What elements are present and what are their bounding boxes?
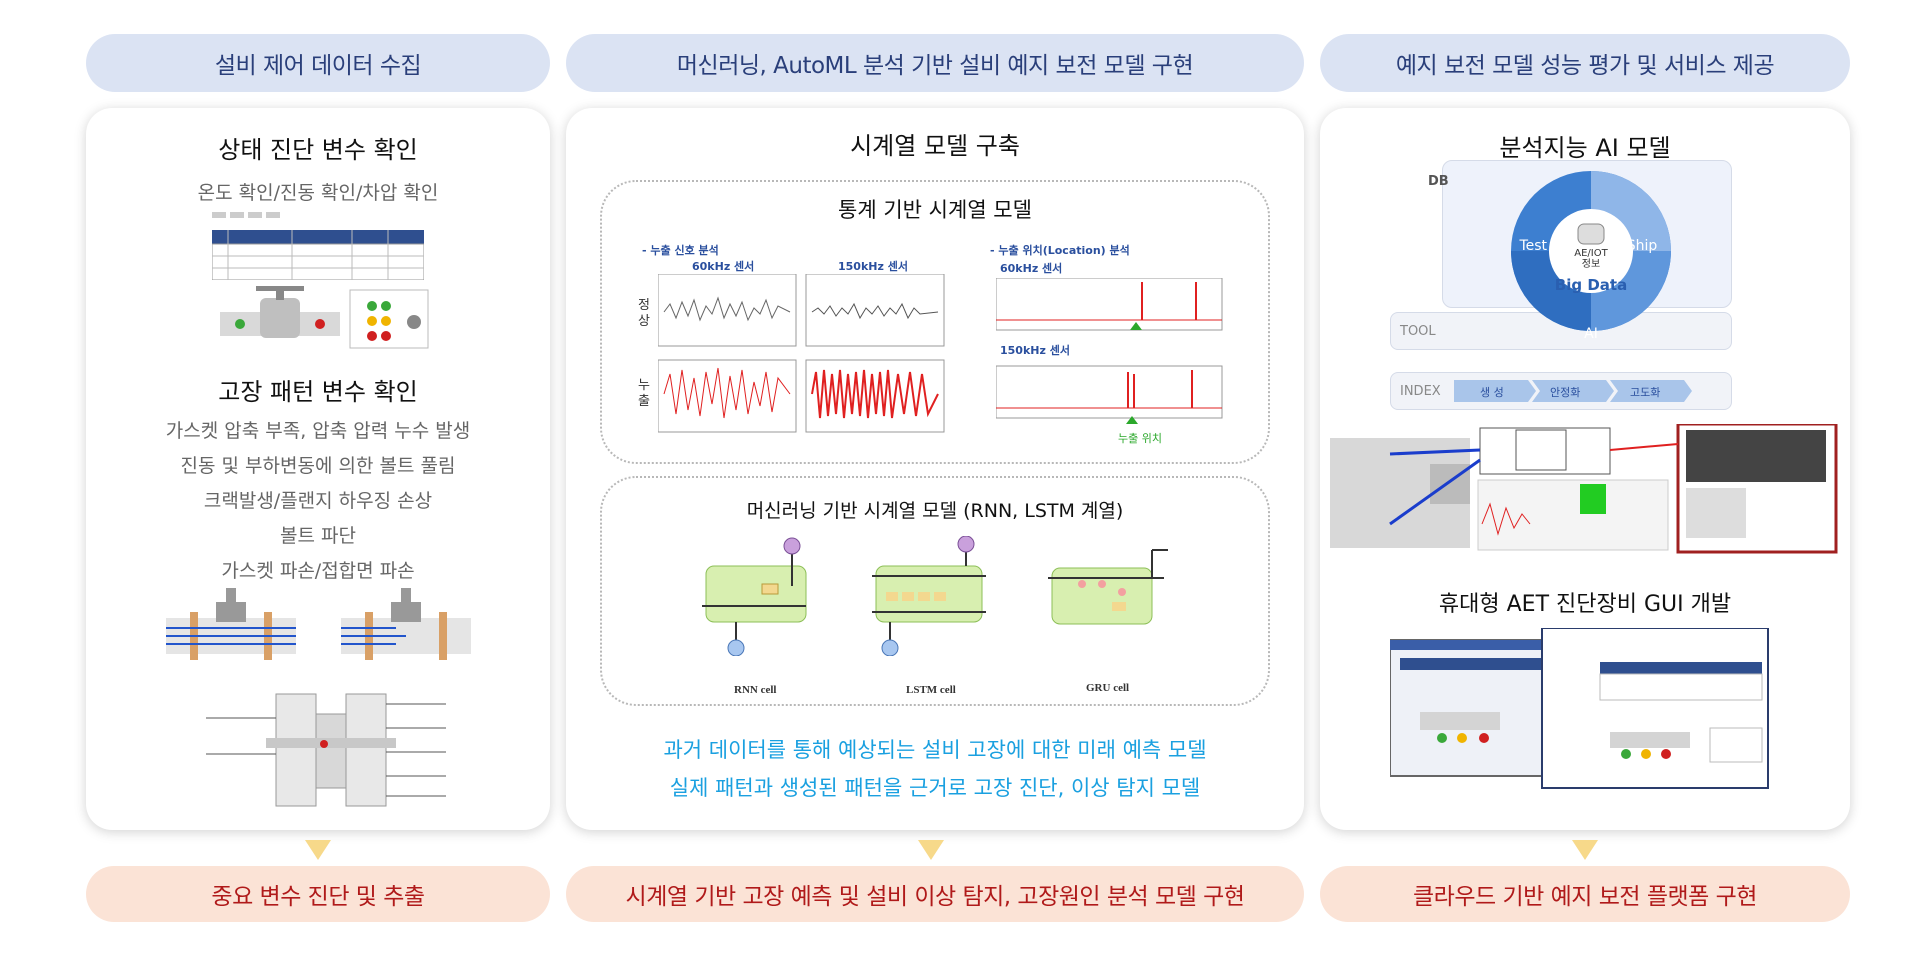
ts-model-title: 시계열 모델 구축 bbox=[850, 132, 1020, 160]
fault-item: 진동 및 부하변동에 의한 볼트 풀림 bbox=[180, 455, 456, 477]
sensor-150-label-2: 150kHz 센서 bbox=[1000, 344, 1070, 357]
card-model-build: 시계열 모델 구축 통계 기반 시계열 모델 - 누출 신호 분석 60kHz … bbox=[566, 108, 1304, 830]
ai-label: AI bbox=[1584, 326, 1598, 342]
card-data-collection: 상태 진단 변수 확인 온도 확인/진동 확인/차압 확인 bbox=[86, 108, 550, 830]
gru-cell-label: GRU cell bbox=[1086, 682, 1130, 694]
fault-item-list: 가스켓 압축 부족, 압축 압력 누수 발생 진동 및 부하변동에 의한 볼트 … bbox=[86, 414, 550, 589]
header-evaluation: 예지 보전 모델 성능 평가 및 서비스 제공 bbox=[1320, 34, 1850, 92]
down-arrow-2 bbox=[918, 840, 944, 860]
rnn-cell-label: RNN cell bbox=[734, 684, 777, 696]
fault-item: 가스켓 파손/접합면 파손 bbox=[221, 560, 415, 582]
big-data-cycle-diagram bbox=[1511, 171, 1671, 331]
sensor-60-label: 60kHz 센서 bbox=[692, 260, 755, 273]
desc-anomaly: 실제 패턴과 생성된 패턴을 근거로 고장 진단, 이상 탐지 모델 bbox=[669, 776, 1201, 800]
db-label: DB bbox=[1428, 174, 1449, 189]
leak-signal-label: - 누출 신호 분석 bbox=[642, 244, 719, 257]
card-evaluation: 분석지능 AI 모델 DB TOOL INDEX 생 성 안정화 고도화 Tes… bbox=[1320, 108, 1850, 830]
state-diag-sub: 온도 확인/진동 확인/차압 확인 bbox=[197, 182, 439, 204]
state-diag-title: 상태 진단 변수 확인 bbox=[218, 136, 418, 164]
lstm-cell-label: LSTM cell bbox=[906, 684, 956, 696]
index-step-stabilize: 안정화 bbox=[1550, 386, 1581, 399]
fault-item: 크랙발생/플랜지 하우징 손상 bbox=[203, 490, 433, 512]
desc-forecast: 과거 데이터를 통해 예상되는 설비 고장에 대한 미래 예측 모델 bbox=[663, 738, 1207, 762]
monitor-table-icon bbox=[212, 212, 424, 280]
ml-model-box: 머신러닝 기반 시계열 모델 (RNN, LSTM 계열) bbox=[600, 476, 1270, 706]
row-leak-label: 누 출 bbox=[638, 378, 650, 409]
down-arrow-3 bbox=[1572, 840, 1598, 860]
rnn-cell-diagrams bbox=[702, 536, 1168, 656]
valve-status-icon bbox=[220, 286, 429, 349]
fault-item: 볼트 파단 bbox=[280, 525, 356, 547]
gui-screens bbox=[1390, 628, 1769, 789]
index-step-create: 생 성 bbox=[1480, 386, 1504, 399]
big-data-label: Big Data bbox=[1554, 276, 1628, 294]
leak-position-label: 누출 위치 bbox=[1118, 432, 1162, 445]
ship-label: Ship bbox=[1626, 238, 1658, 254]
gui-dev-title: 휴대형 AET 진단장비 GUI 개발 bbox=[1438, 592, 1732, 617]
header-data-collection: 설비 제어 데이터 수집 bbox=[86, 34, 550, 92]
fault-pattern-title: 고장 패턴 변수 확인 bbox=[218, 378, 418, 406]
system-collage bbox=[1330, 424, 1838, 554]
leak-signal-charts bbox=[658, 274, 945, 433]
flange-section-diagram bbox=[206, 693, 446, 807]
ai-model-title: 분석지능 AI 모델 bbox=[1499, 134, 1671, 162]
footer-key-variables: 중요 변수 진단 및 추출 bbox=[86, 866, 550, 922]
footer-prediction-model: 시계열 기반 고장 예측 및 설비 이상 탐지, 고장원인 분석 모델 구현 bbox=[566, 866, 1304, 922]
leak-location-label: - 누출 위치(Location) 분석 bbox=[990, 244, 1130, 257]
index-step-advance: 고도화 bbox=[1630, 386, 1661, 399]
stat-model-title: 통계 기반 시계열 모델 bbox=[838, 198, 1032, 222]
index-progress bbox=[1454, 380, 1692, 402]
down-arrow-1 bbox=[305, 840, 331, 860]
index-label: INDEX bbox=[1400, 384, 1441, 399]
sensor-150-label: 150kHz 센서 bbox=[838, 260, 908, 273]
fault-item: 가스켓 압축 부족, 압축 압력 누수 발생 bbox=[165, 420, 471, 442]
ae-iot-label: AE/IOT 정보 bbox=[1574, 248, 1608, 270]
row-normal-label: 정 상 bbox=[638, 298, 650, 329]
tool-label: TOOL bbox=[1400, 324, 1436, 339]
footer-cloud-platform: 클라우드 기반 예지 보전 플랫폼 구현 bbox=[1320, 866, 1850, 922]
test-bed-label: Test Bed bbox=[1519, 238, 1579, 254]
pipe-flow-diagram bbox=[166, 588, 471, 660]
leak-location-charts bbox=[996, 278, 1223, 424]
sensor-60-label-2: 60kHz 센서 bbox=[1000, 262, 1063, 275]
ml-model-title: 머신러닝 기반 시계열 모델 (RNN, LSTM 계열) bbox=[746, 500, 1124, 522]
stat-model-box: 통계 기반 시계열 모델 - 누출 신호 분석 60kHz 센서 150kHz … bbox=[600, 180, 1270, 464]
header-model-build: 머신러닝, AutoML 분석 기반 설비 예지 보전 모델 구현 bbox=[566, 34, 1304, 92]
